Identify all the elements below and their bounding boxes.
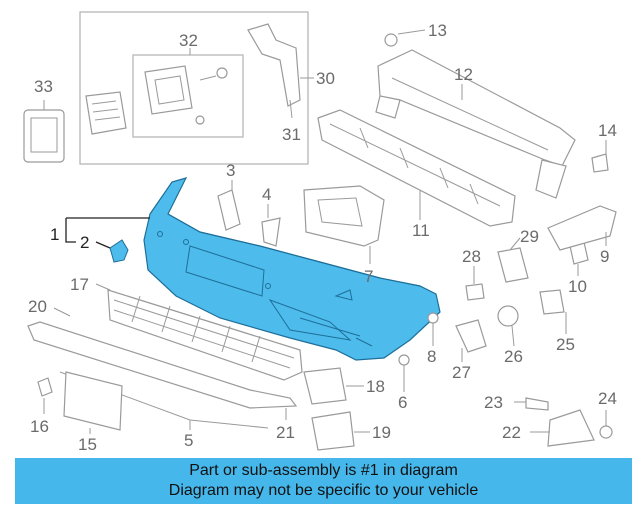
- part-8-bolt: [427, 312, 439, 346]
- callout-26: 26: [504, 347, 523, 366]
- part-33-sensor-frame: [23, 100, 65, 163]
- callout-20: 20: [28, 297, 47, 316]
- callout-23: 23: [484, 393, 503, 412]
- callout-3: 3: [226, 161, 235, 180]
- callout-12: 12: [454, 65, 473, 84]
- callout-29: 29: [520, 227, 539, 246]
- callout-17: 17: [70, 275, 89, 294]
- part-19-bezel: [311, 411, 370, 451]
- part-17-grille: [95, 283, 303, 381]
- callout-1: 1: [50, 225, 59, 244]
- callout-15: 15: [78, 435, 97, 454]
- part-12-impact-bar: [375, 49, 576, 199]
- caption-line-1: Part or sub-assembly is #1 in diagram: [189, 462, 458, 479]
- callout-5: 5: [184, 431, 193, 450]
- callout-2-leader: [95, 241, 111, 249]
- caption-line-2: Diagram may not be specific to your vehi…: [168, 482, 479, 499]
- callout-1-leader: [65, 217, 150, 243]
- callout-30: 30: [316, 69, 335, 88]
- callout-13: 13: [428, 21, 447, 40]
- part-7-side-bracket: [303, 185, 385, 264]
- callout-31: 31: [282, 125, 301, 144]
- part-23-bolt: [514, 397, 549, 411]
- callout-14: 14: [598, 121, 617, 140]
- part-29-bracket: [497, 237, 529, 283]
- part-9-side-support: [547, 205, 617, 251]
- callout-33: 33: [34, 77, 53, 96]
- part-4-bracket: [261, 204, 281, 247]
- caption-bar: Part or sub-assembly is #1 in diagram Di…: [15, 458, 632, 504]
- part-10-bracket: [569, 241, 589, 276]
- part-1-bumper-cover: [143, 177, 441, 361]
- inset-box-outer: [79, 11, 309, 165]
- callout-32: 32: [179, 31, 198, 50]
- callout-10: 10: [568, 277, 587, 296]
- callout-2: 2: [80, 233, 89, 252]
- callout-22: 22: [502, 423, 521, 442]
- callout-6: 6: [398, 393, 407, 412]
- callout-11: 11: [412, 221, 430, 240]
- part-24-clip: [599, 410, 613, 439]
- part-11-energy-absorber: [317, 109, 516, 227]
- inset-box-inner: [132, 54, 244, 138]
- part-3-bracket: [217, 180, 241, 231]
- callout-8: 8: [427, 347, 436, 366]
- part-6-bolt: [398, 354, 410, 392]
- callout-16: 16: [30, 417, 49, 436]
- callout-18: 18: [366, 377, 385, 396]
- part-20-lower-trim: [27, 307, 298, 409]
- parts-diagram: 32 33 30 31 13 12 14 3 4 11 1 2 7 28 29 …: [23, 11, 617, 454]
- callout-24: 24: [598, 389, 617, 408]
- part-15-license-bracket: [63, 371, 123, 434]
- part-26-sensor-ring: [497, 305, 519, 347]
- part-18-fog-bezel: [303, 367, 364, 405]
- callout-4: 4: [262, 185, 271, 204]
- part-13-bolt: [384, 29, 426, 47]
- callout-7: 7: [364, 267, 373, 286]
- part-30-bracket: [247, 23, 301, 119]
- callout-25: 25: [556, 335, 575, 354]
- callout-19: 19: [372, 423, 391, 442]
- radar-module: [85, 91, 127, 135]
- part-16-clip: [37, 377, 53, 414]
- callout-28: 28: [462, 247, 481, 266]
- callout-21: 21: [276, 423, 295, 442]
- part-2-tow-hook-cap: [109, 239, 129, 263]
- radar-bracket: [144, 65, 228, 125]
- callout-9: 9: [600, 247, 609, 266]
- part-25-sensor: [539, 289, 567, 334]
- part-27-bracket: [455, 319, 487, 362]
- part-28-clip: [465, 266, 485, 301]
- part-14-clip: [591, 153, 609, 173]
- part-22-bracket: [530, 409, 595, 447]
- callout-27: 27: [452, 363, 471, 382]
